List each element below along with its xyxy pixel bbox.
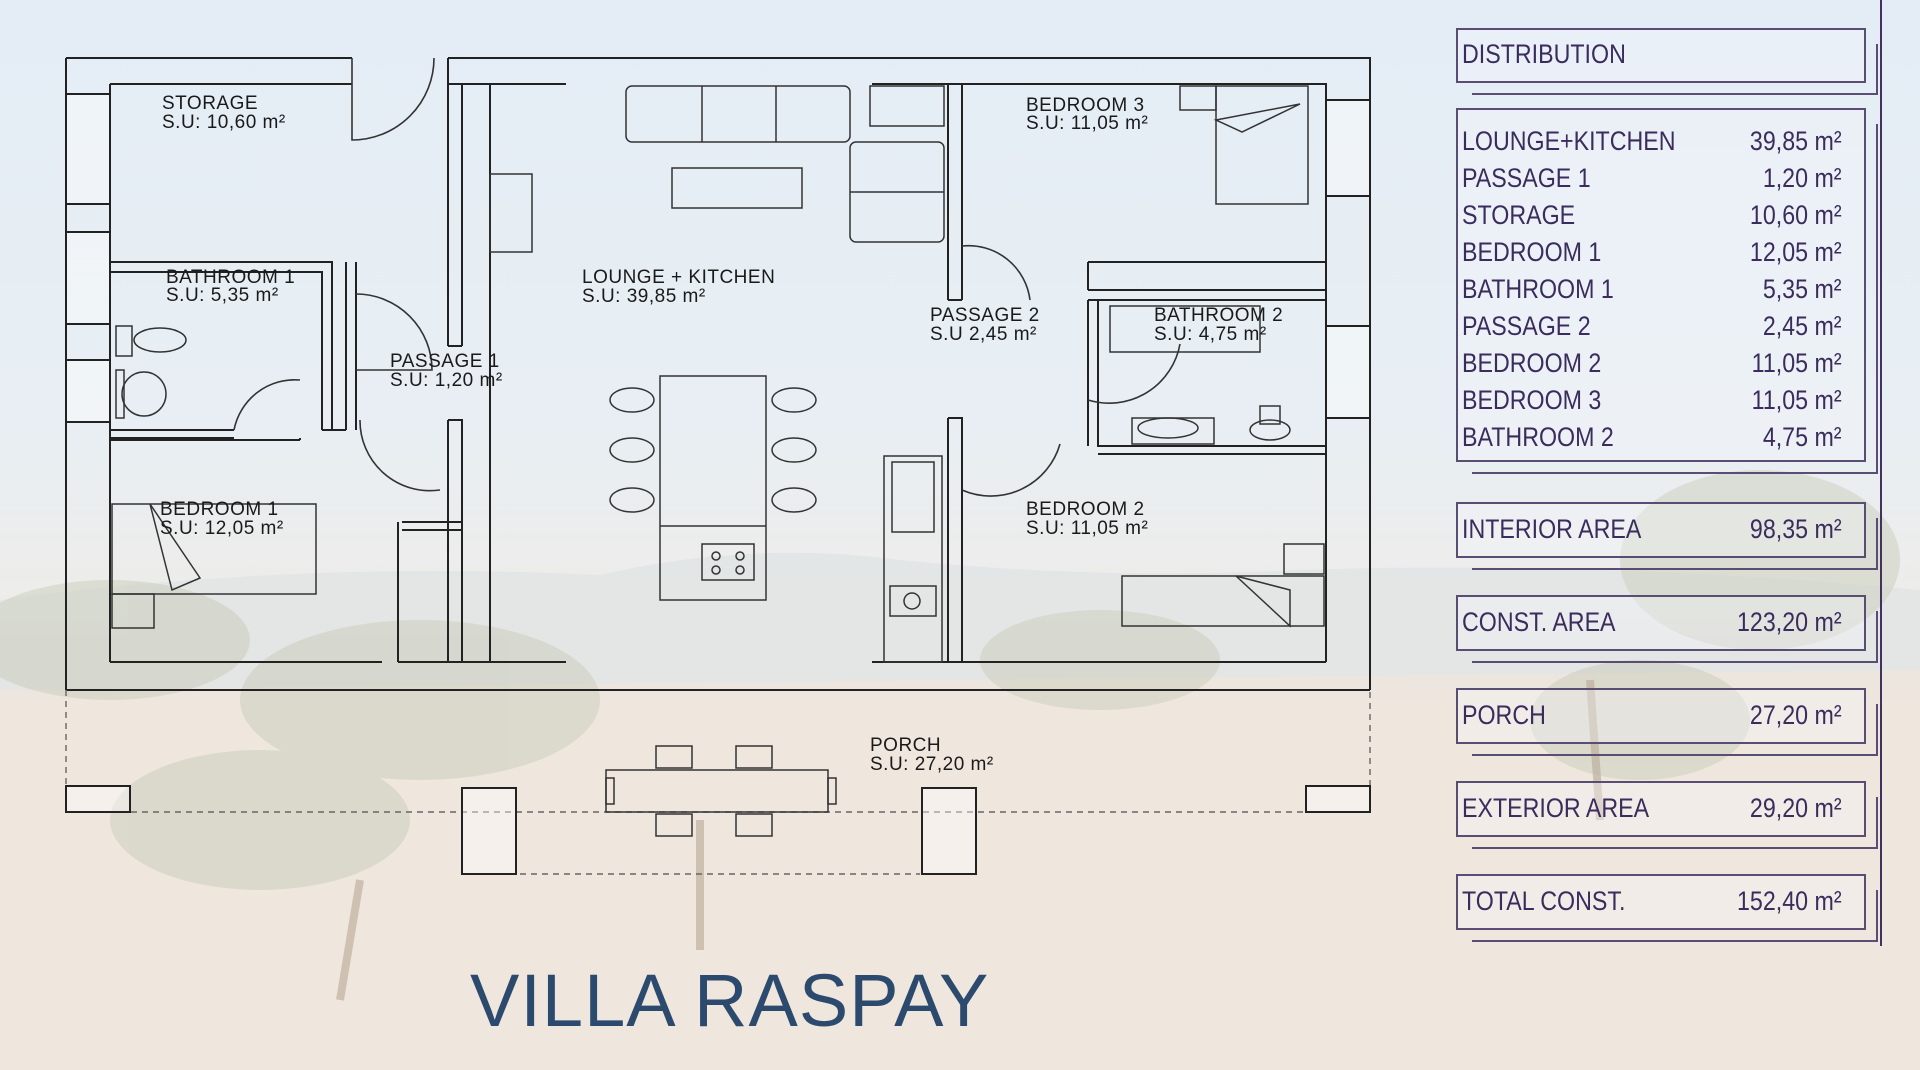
label-porch-area: S.U: 27,20 m² — [870, 754, 994, 775]
label-passage2-name: PASSAGE 2 — [930, 305, 1040, 326]
label-bathroom1-name: BATHROOM 1 — [166, 267, 296, 288]
distribution-row: BEDROOM 2 11,05 m² — [1458, 345, 1864, 382]
interior-walls — [110, 58, 1326, 662]
row-value: 39,85 m² — [1750, 126, 1842, 156]
exterior-area-label: EXTERIOR AREA — [1462, 793, 1650, 823]
trees — [0, 470, 1900, 890]
exterior-area-box: EXTERIOR AREA 29,20 m² — [1456, 781, 1878, 849]
porch-area-box: PORCH 27,20 m² — [1456, 688, 1878, 756]
distribution-row: BATHROOM 2 4,75 m² — [1458, 419, 1864, 456]
row-value: 5,35 m² — [1763, 274, 1842, 304]
row-value: 2,45 m² — [1763, 311, 1842, 341]
row-value: 1,20 m² — [1763, 163, 1842, 193]
label-bedroom3-name: BEDROOM 3 — [1026, 95, 1145, 116]
label-lounge-area: S.U: 39,85 m² — [582, 286, 706, 307]
distribution-row: BEDROOM 1 12,05 m² — [1458, 234, 1864, 271]
total-const-value: 152,40 m² — [1737, 886, 1842, 916]
porch-outline — [65, 690, 1371, 875]
label-porch-name: PORCH — [870, 735, 942, 756]
exterior-area-value: 29,20 m² — [1750, 793, 1842, 823]
interior-area-label: INTERIOR AREA — [1462, 514, 1642, 544]
total-const-box: TOTAL CONST. 152,40 m² — [1456, 874, 1878, 942]
label-bedroom1-area: S.U: 12,05 m² — [160, 518, 284, 539]
row-label: STORAGE — [1462, 200, 1576, 230]
distribution-row: PASSAGE 1 1,20 m² — [1458, 160, 1864, 197]
distribution-row: STORAGE 10,60 m² — [1458, 197, 1864, 234]
label-passage1-area: S.U: 1,20 m² — [390, 370, 503, 391]
interior-area-value: 98,35 m² — [1750, 514, 1842, 544]
row-value: 4,75 m² — [1763, 422, 1842, 452]
row-label: BATHROOM 2 — [1462, 422, 1614, 452]
distribution-header-box: DISTRIBUTION — [1456, 28, 1878, 95]
distribution-row: BATHROOM 1 5,35 m² — [1458, 271, 1864, 308]
distribution-row: PASSAGE 2 2,45 m² — [1458, 308, 1864, 345]
distribution-rooms-box: LOUNGE+KITCHEN 39,85 m² PASSAGE 1 1,20 m… — [1456, 108, 1878, 474]
row-label: LOUNGE+KITCHEN — [1462, 126, 1676, 156]
row-value: 11,05 m² — [1752, 385, 1842, 415]
panel-divider — [1880, 0, 1882, 946]
outer-walls — [65, 57, 1371, 691]
label-bedroom2-area: S.U: 11,05 m² — [1026, 518, 1149, 539]
row-value: 12,05 m² — [1750, 237, 1842, 267]
label-bedroom3-area: S.U: 11,05 m² — [1026, 113, 1149, 134]
label-bathroom2-area: S.U: 4,75 m² — [1154, 324, 1267, 345]
label-lounge-name: LOUNGE + KITCHEN — [582, 267, 776, 288]
label-passage2-area: S.U 2,45 m² — [930, 324, 1037, 345]
porch-columns — [65, 785, 1371, 875]
label-storage-area: S.U: 10,60 m² — [162, 112, 286, 133]
row-value: 11,05 m² — [1752, 348, 1842, 378]
row-label: PASSAGE 2 — [1462, 311, 1591, 341]
const-area-value: 123,20 m² — [1737, 607, 1842, 637]
const-area-box: CONST. AREA 123,20 m² — [1456, 595, 1878, 663]
row-label: BEDROOM 1 — [1462, 237, 1602, 267]
porch-area-label: PORCH — [1462, 700, 1546, 730]
tree-trunks — [336, 679, 1604, 1001]
label-bathroom1-area: S.U: 5,35 m² — [166, 285, 279, 306]
label-bathroom2-name: BATHROOM 2 — [1154, 305, 1284, 326]
row-label: BEDROOM 3 — [1462, 385, 1602, 415]
distribution-row: BEDROOM 3 11,05 m² — [1458, 382, 1864, 419]
row-label: PASSAGE 1 — [1462, 163, 1591, 193]
furniture — [111, 85, 1325, 837]
row-label: BEDROOM 2 — [1462, 348, 1602, 378]
interior-area-box: INTERIOR AREA 98,35 m² — [1456, 502, 1878, 570]
const-area-label: CONST. AREA — [1462, 607, 1616, 637]
label-bedroom2-name: BEDROOM 2 — [1026, 499, 1145, 520]
label-passage1-name: PASSAGE 1 — [390, 351, 500, 372]
row-value: 10,60 m² — [1750, 200, 1842, 230]
distribution-row: LOUNGE+KITCHEN 39,85 m² — [1458, 123, 1864, 160]
porch-area-value: 27,20 m² — [1750, 700, 1842, 730]
page-title: VILLA RASPAY — [470, 959, 990, 1042]
doors — [233, 57, 1181, 497]
label-bedroom1-name: BEDROOM 1 — [160, 499, 279, 520]
row-label: BATHROOM 1 — [1462, 274, 1614, 304]
distribution-header: DISTRIBUTION — [1462, 39, 1626, 69]
total-const-label: TOTAL CONST. — [1462, 886, 1626, 916]
label-storage-name: STORAGE — [162, 93, 259, 114]
